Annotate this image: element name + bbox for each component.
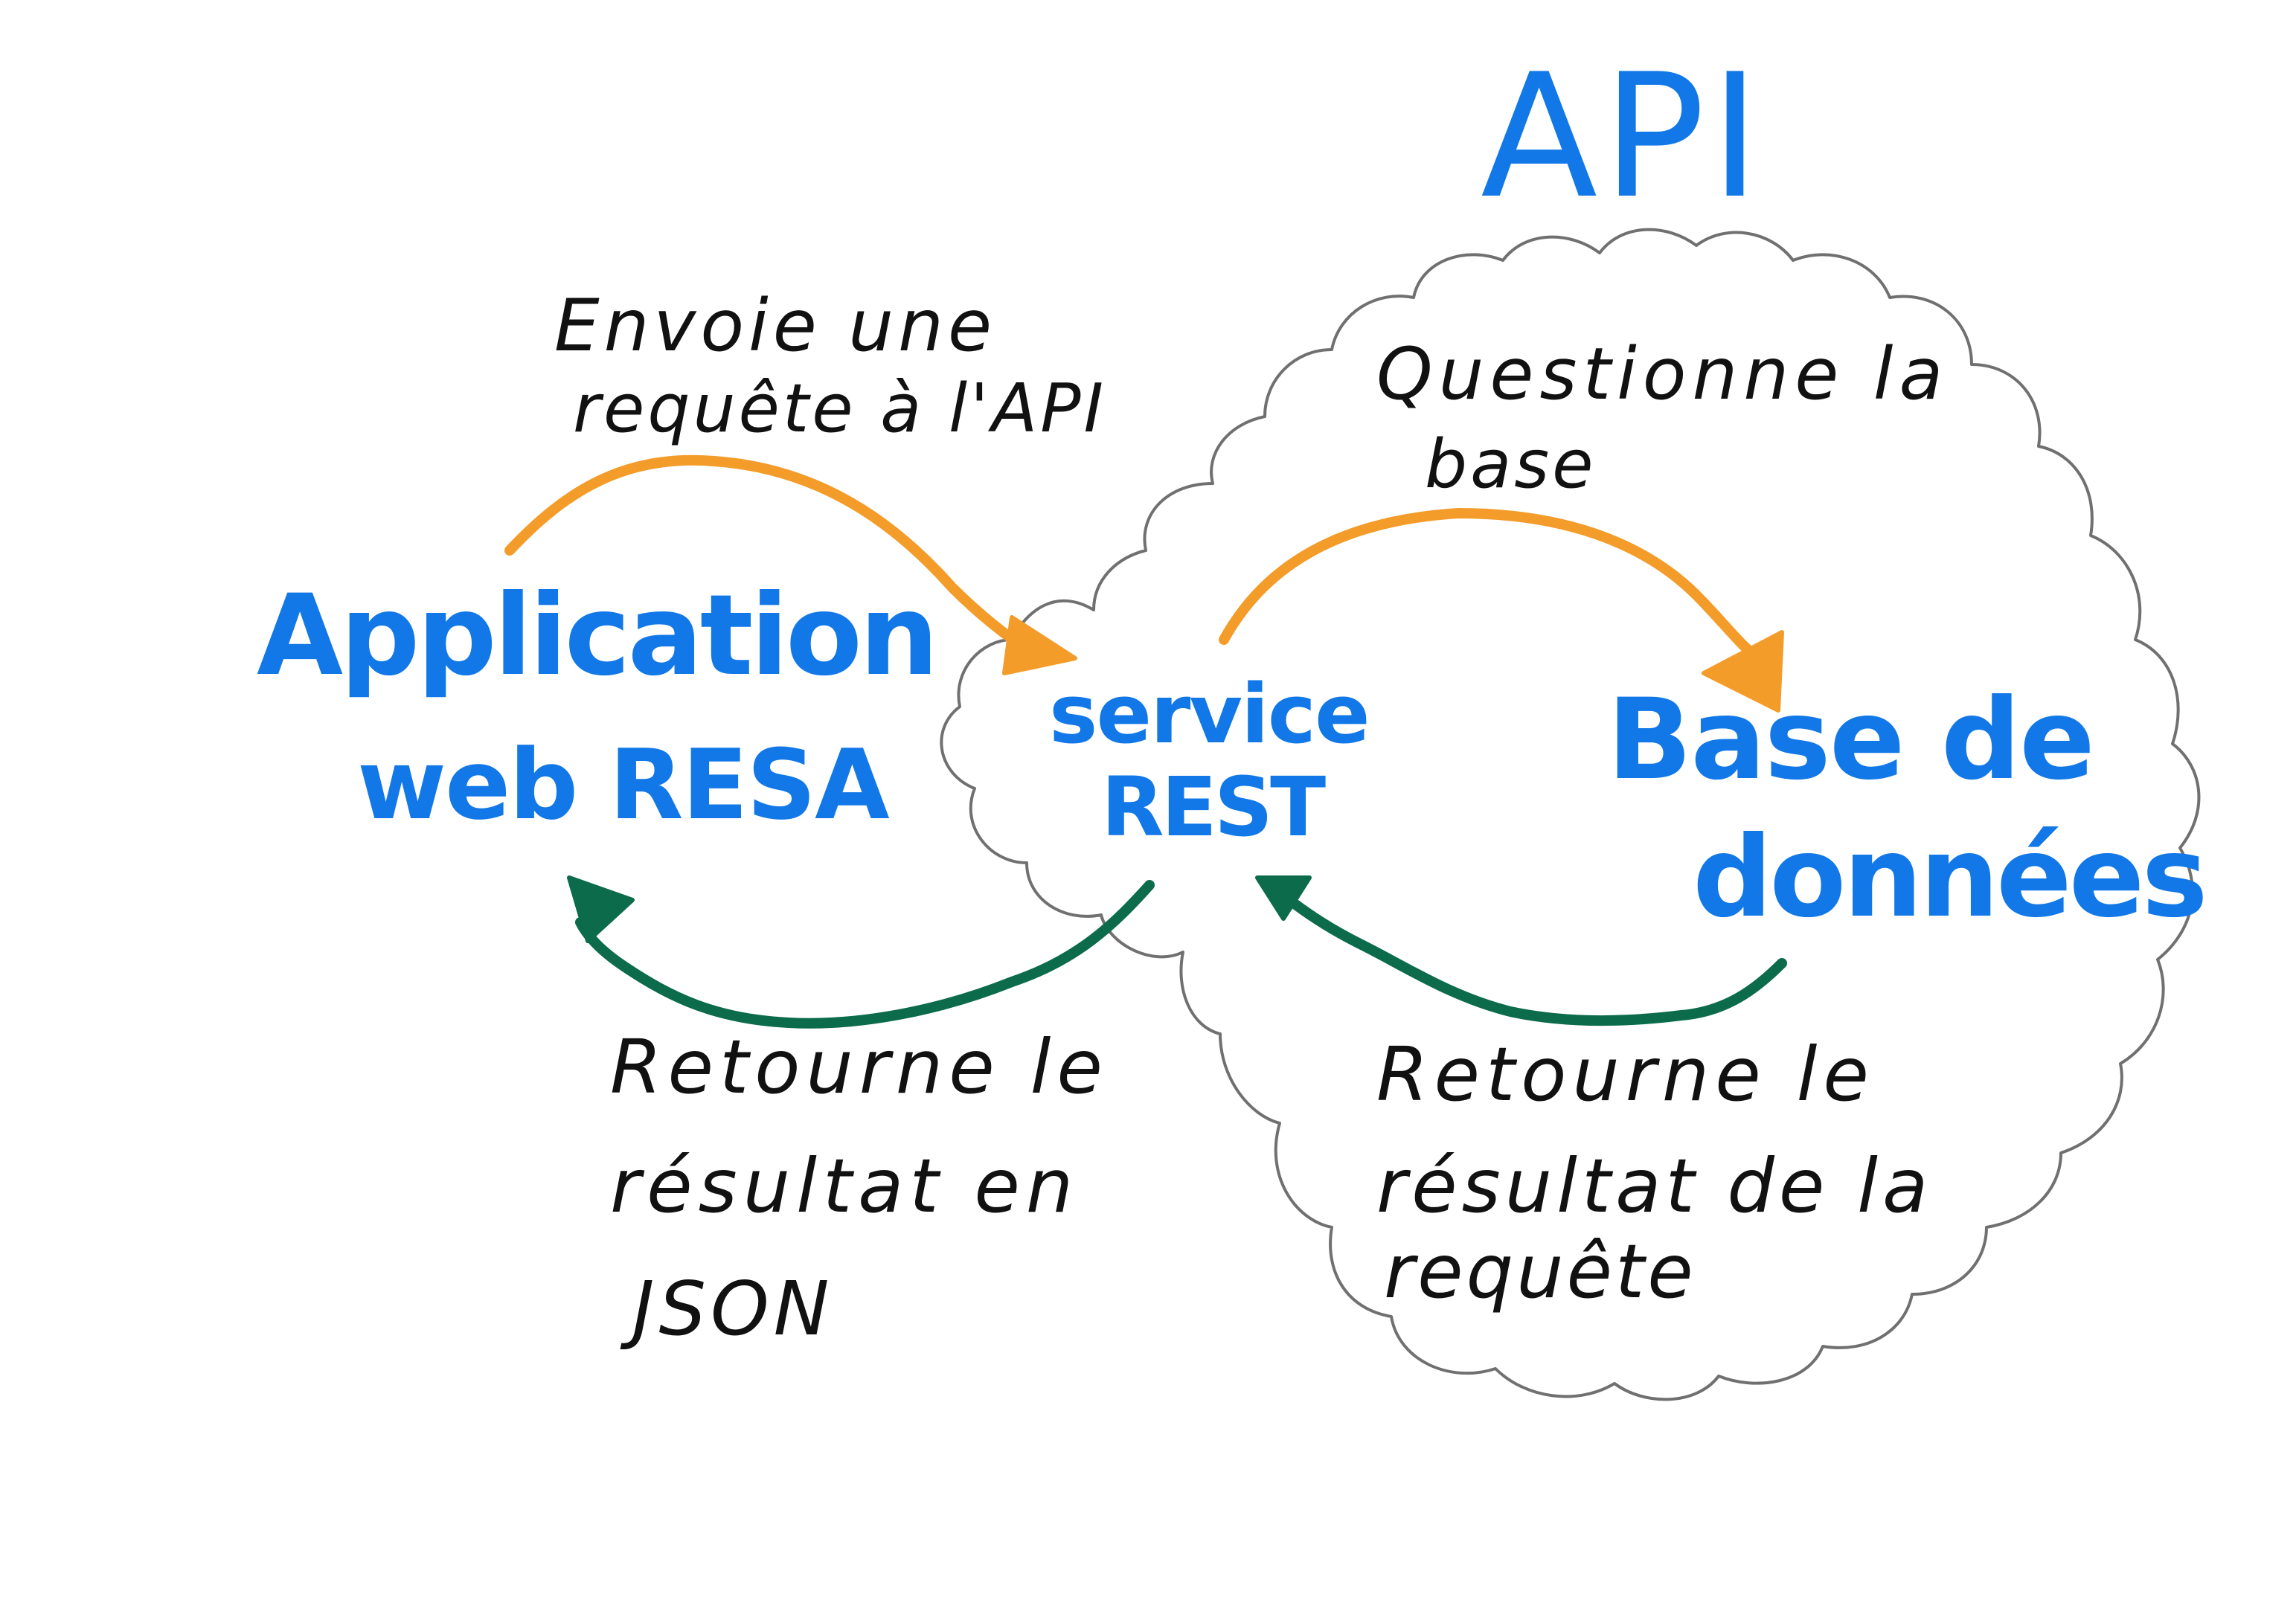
arrow-return-query [1289, 899, 1787, 1026]
label-send-request-line2: requête à l'API [573, 370, 1107, 448]
label-return-json-line1: Retourne le [610, 1023, 1109, 1111]
arrow-send-request [504, 454, 1039, 660]
node-web-app-line1: Application [257, 571, 939, 701]
label-return-json-line3: JSON [632, 1265, 834, 1352]
label-return-query-line1: Retourne le [1376, 1031, 1875, 1118]
node-database-line2: données [1693, 813, 2208, 942]
label-query-db-line1: Questionne la [1376, 332, 1949, 416]
label-send-request-line1: Envoie une [554, 284, 997, 367]
label-return-query-line3: requête [1384, 1228, 1696, 1315]
arrowhead-return-query [1255, 875, 1312, 921]
diagram-title: API [1481, 38, 1765, 237]
arrow-query-db [1219, 507, 1769, 667]
label-return-query-line2: résultat de la [1376, 1142, 1933, 1230]
label-return-json-line2: résultat en [610, 1142, 1080, 1230]
arrowhead-return-json [567, 875, 635, 943]
node-rest-service-line2: REST [1101, 759, 1326, 855]
node-database-line1: Base de [1607, 675, 2095, 805]
arrow-return-json [575, 880, 1155, 1029]
node-web-app-line2: web RESA [357, 728, 890, 841]
arrowhead-send-request [1002, 615, 1077, 675]
label-query-db-line2: base [1425, 425, 1597, 504]
node-rest-service-line1: service [1049, 666, 1370, 762]
arrowhead-query-db [1702, 630, 1784, 713]
